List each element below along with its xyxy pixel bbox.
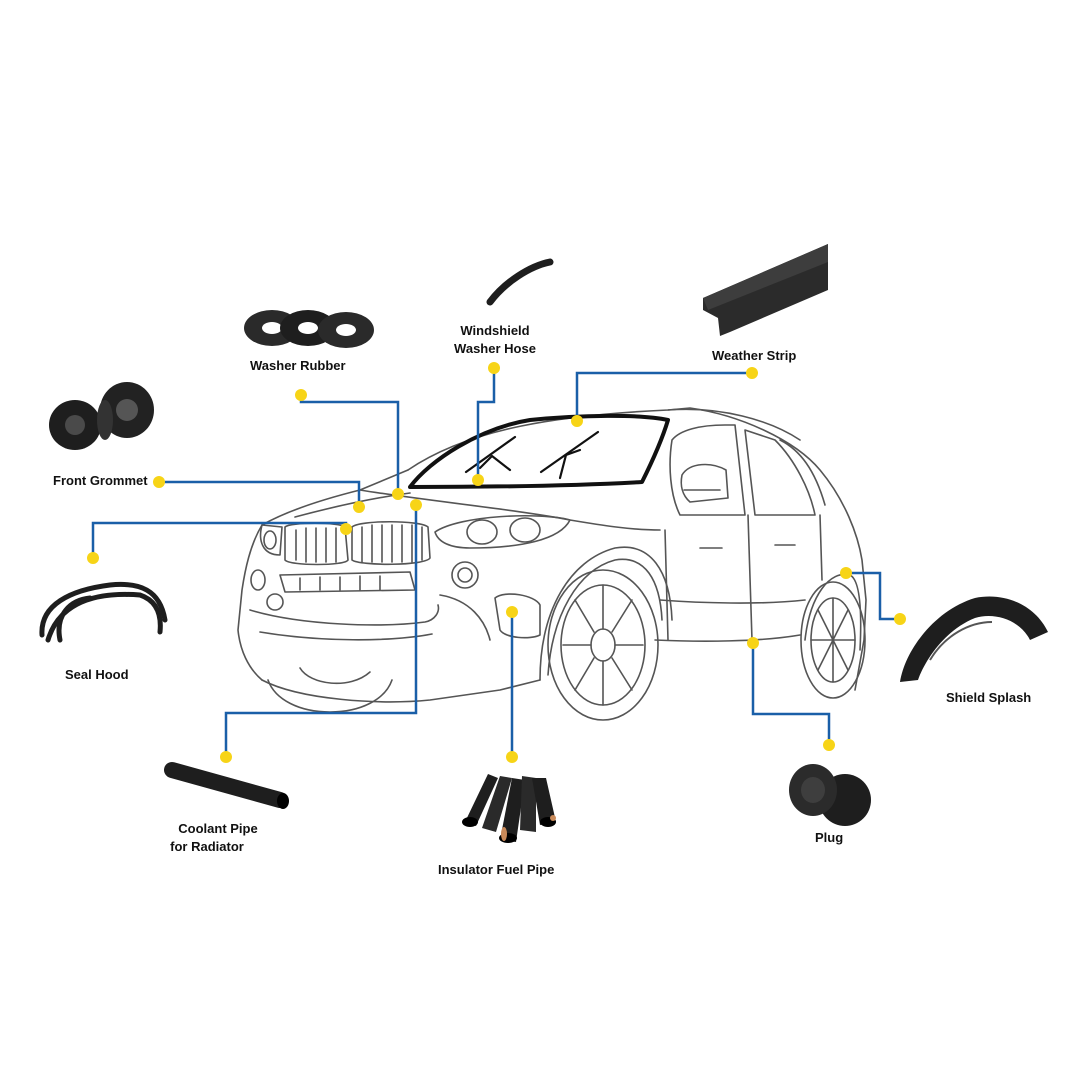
fuel-pipe-icon — [462, 774, 556, 843]
label-insulator-fuel-pipe: Insulator Fuel Pipe — [438, 862, 555, 877]
leader-lines — [91, 368, 900, 757]
weather-strip-icon — [703, 244, 828, 336]
washer-rubber-icon — [244, 310, 374, 348]
wiper-blades — [464, 430, 600, 480]
connector-dots — [87, 362, 906, 763]
seal-hood-icon — [39, 581, 168, 643]
label-seal-hood: Seal Hood — [65, 667, 129, 682]
plug-icon — [789, 764, 871, 826]
car-illustration — [237, 407, 867, 721]
windshield-outline — [408, 413, 670, 489]
label-washer-rubber: Washer Rubber — [250, 358, 346, 373]
coolant-pipe-icon — [164, 762, 289, 809]
label-shield-splash: Shield Splash — [946, 690, 1032, 705]
shield-splash-icon — [900, 596, 1048, 682]
label-weather-strip: Weather Strip — [712, 348, 797, 363]
hose-icon — [486, 258, 554, 306]
label-front-grommet: Front Grommet — [53, 473, 148, 488]
label-plug: Plug — [815, 830, 844, 845]
grommet-icon — [49, 382, 154, 450]
